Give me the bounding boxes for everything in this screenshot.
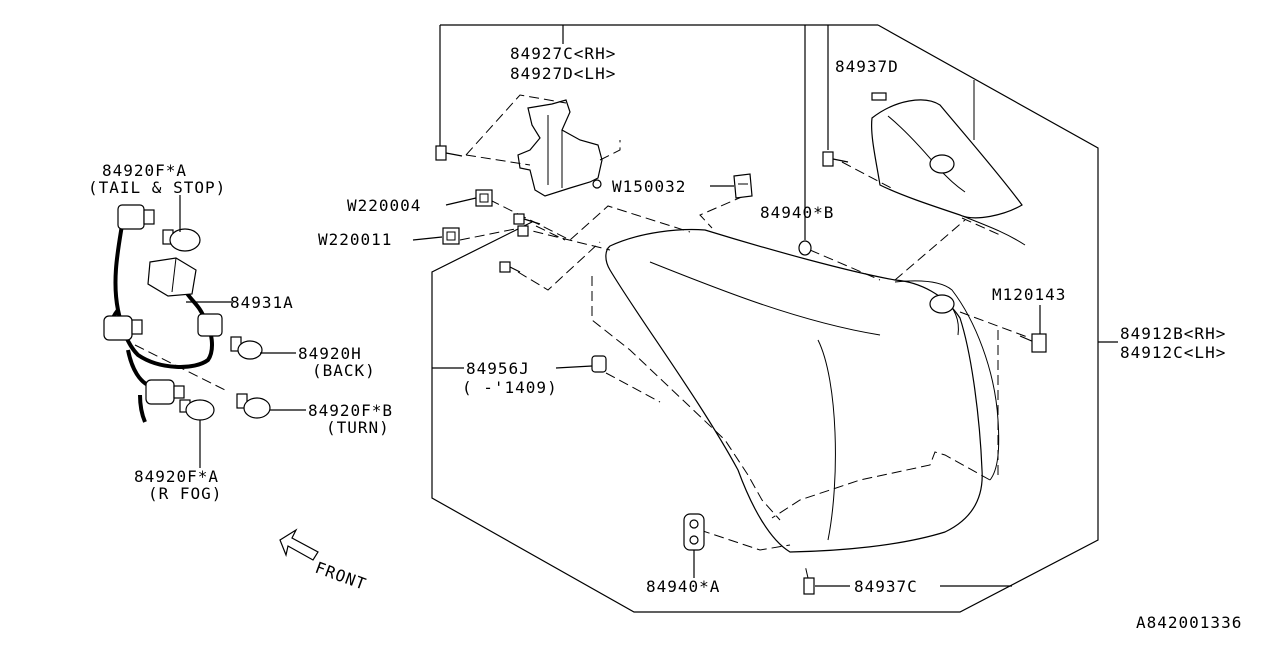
bulb-tail-stop (162, 228, 201, 252)
label-washer-a: 84940*A (646, 577, 720, 596)
mounting-bracket (517, 99, 603, 197)
label-bracket-rh: 84927C<RH> (510, 44, 616, 63)
lamp-dashed-outline (591, 276, 999, 521)
label-front: FRONT (313, 558, 369, 594)
label-clip-w220004: W220004 (347, 196, 421, 215)
label-lamp-rh: 84912B<RH> (1120, 324, 1226, 343)
screw-upper-left (435, 145, 463, 161)
washer-a-plate (683, 513, 705, 551)
wiring-harness (103, 204, 223, 423)
label-pad-d: 84937D (835, 57, 899, 76)
label-fog-desc: (R FOG) (148, 484, 222, 503)
pad-84937c (803, 577, 815, 595)
label-diagram-id: A842001336 (1136, 613, 1242, 632)
label-tail-stop-desc: (TAIL & STOP) (88, 178, 226, 197)
socket-turn (197, 313, 223, 337)
label-back-desc: (BACK) (312, 361, 376, 380)
label-nut-part: 84956J (466, 359, 530, 378)
label-clip-w150032: W150032 (612, 177, 686, 196)
front-direction-arrow (279, 528, 319, 561)
stud-middle (517, 225, 529, 237)
washer-b (798, 240, 812, 256)
clip-w150032 (733, 173, 753, 199)
leader-lines (134, 185, 1118, 587)
label-lamp-lh: 84912C<LH> (1120, 343, 1226, 362)
socket-tail-stop (117, 204, 155, 230)
label-back-part: 84920H (298, 344, 362, 363)
screw-m120143 (1019, 333, 1047, 353)
label-fog-part: 84920F*A (134, 467, 219, 486)
label-tail-stop-part: 84920F*A (102, 161, 187, 180)
upper-lens-cover (871, 92, 1026, 246)
stud-lower (499, 261, 521, 273)
label-clip-w220011: W220011 (318, 230, 392, 249)
bulb-turn (236, 393, 271, 419)
socket-back (103, 315, 143, 341)
connector-84931a (147, 257, 197, 297)
tail-lamp-body (605, 228, 1000, 553)
label-nut-date: ( -'1409) (462, 378, 558, 397)
clip-w220011 (442, 227, 460, 245)
nut-84956j (591, 355, 607, 373)
label-screw-m120143: M120143 (992, 285, 1066, 304)
label-pad-c: 84937C (854, 577, 918, 596)
clip-w220004 (475, 189, 493, 207)
label-socket-harness: 84931A (230, 293, 294, 312)
dashed-locator-lines (459, 94, 1031, 579)
socket-fog (145, 379, 185, 405)
label-washer-b: 84940*B (760, 203, 834, 222)
bulb-back (230, 336, 263, 360)
assembly-frame (431, 24, 1099, 613)
label-turn-desc: (TURN) (326, 418, 390, 437)
stud-upper (513, 213, 541, 225)
label-turn-part: 84920F*B (308, 401, 393, 420)
bulb-fog (179, 399, 215, 421)
screw-upper-right (822, 151, 849, 167)
label-bracket-lh: 84927D<LH> (510, 64, 616, 83)
